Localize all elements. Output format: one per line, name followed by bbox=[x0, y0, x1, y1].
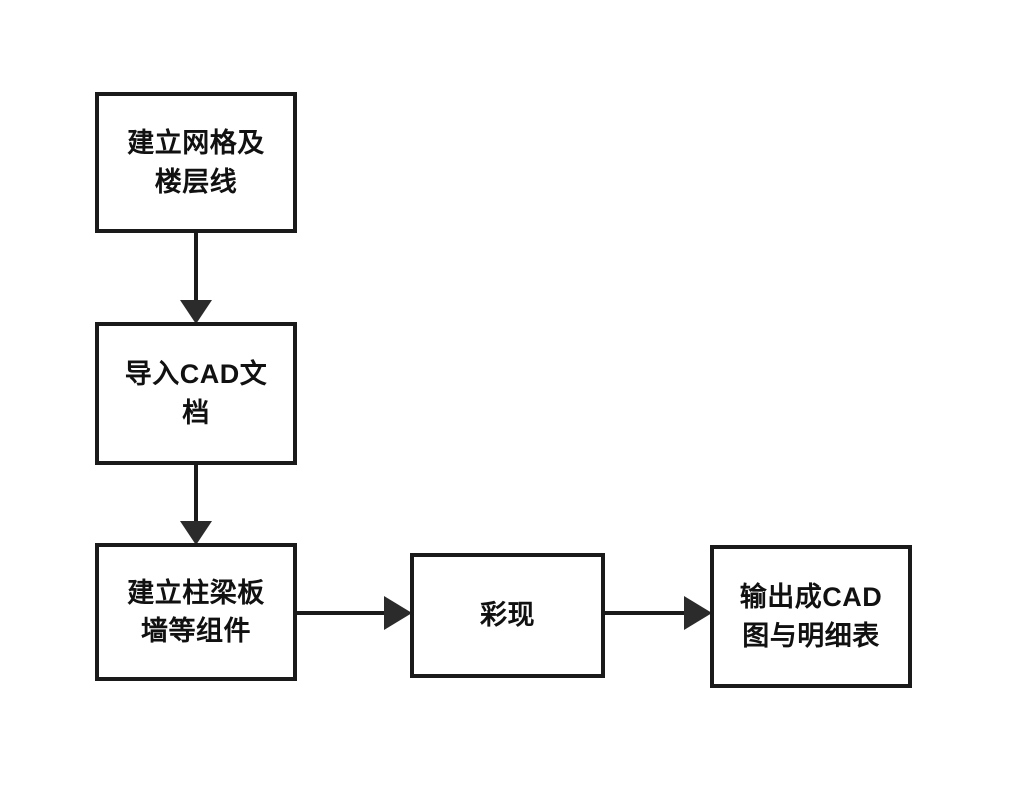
node-label: 建立网格及 楼层线 bbox=[127, 128, 265, 197]
node-label: 导入CAD文 档 bbox=[124, 359, 268, 428]
node-establish-grid-and-floor-lines[interactable]: 建立网格及 楼层线 bbox=[95, 92, 297, 233]
node-label: 建立柱梁板 墙等组件 bbox=[127, 577, 265, 646]
node-rendering[interactable]: 彩现 bbox=[410, 553, 605, 678]
arrow-head-icon bbox=[384, 596, 412, 630]
node-import-cad-document[interactable]: 导入CAD文 档 bbox=[95, 322, 297, 465]
arrow-head-icon bbox=[180, 300, 212, 324]
node-establish-structural-components[interactable]: 建立柱梁板 墙等组件 bbox=[95, 543, 297, 681]
node-label: 输出成CAD 图与明细表 bbox=[739, 582, 883, 651]
edge-grid-to-cad bbox=[180, 233, 212, 324]
arrow-head-icon bbox=[684, 596, 712, 630]
node-label: 彩现 bbox=[480, 600, 535, 631]
edge-components-to-render bbox=[297, 596, 412, 630]
edge-cad-to-components bbox=[180, 465, 212, 545]
edge-render-to-output bbox=[605, 596, 712, 630]
arrow-head-icon bbox=[180, 521, 212, 545]
node-output-cad-drawings-and-schedules[interactable]: 输出成CAD 图与明细表 bbox=[710, 545, 912, 688]
